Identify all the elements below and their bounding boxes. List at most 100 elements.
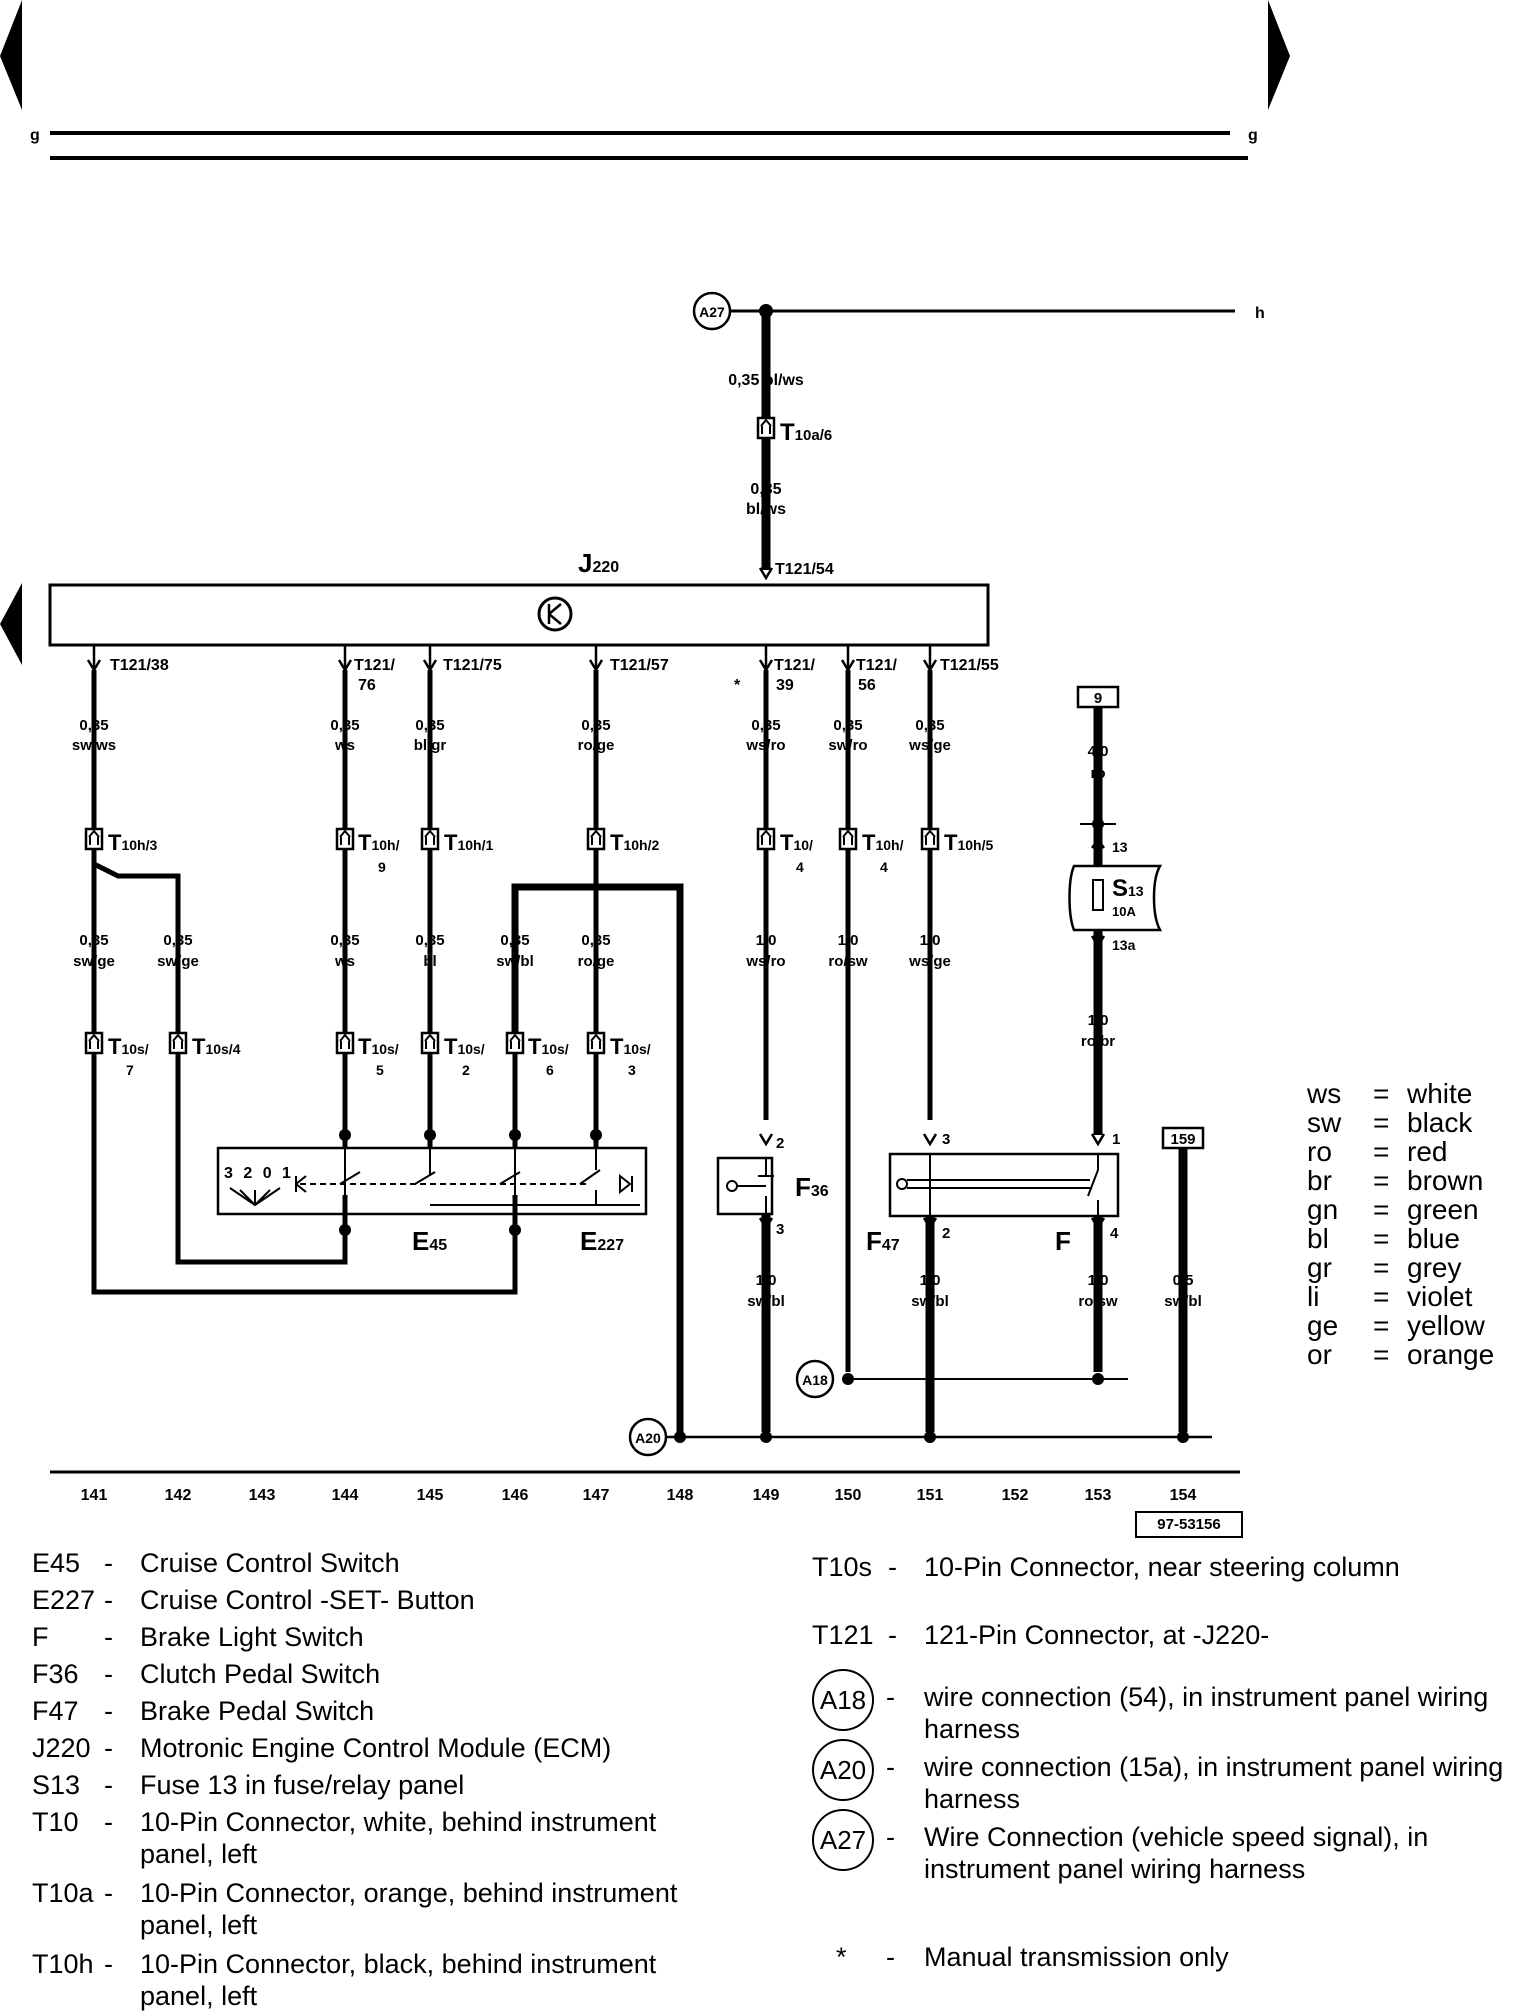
legend-code: ro xyxy=(1307,1136,1332,1167)
wire-mid-7-color: ws/ro xyxy=(745,953,785,970)
legend-item: ws=white xyxy=(1307,1078,1527,1109)
switch-block-e45-e227 xyxy=(216,1146,648,1216)
legend-name: orange xyxy=(1407,1339,1495,1370)
track-number: 143 xyxy=(249,1487,276,1504)
legend-name: brown xyxy=(1407,1165,1484,1196)
wire-mid-2-gauge: 0,35 xyxy=(163,932,192,949)
legend-item: ro=red xyxy=(1307,1136,1527,1167)
track-number: 149 xyxy=(753,1487,780,1504)
component-code: T10 xyxy=(32,1807,79,1837)
component-dash: - xyxy=(104,1807,113,1837)
switch-f-label: F xyxy=(1055,1226,1071,1256)
connector-t10h5: T10h/5 xyxy=(944,830,993,855)
legend-equals: = xyxy=(1373,1223,1390,1254)
component-dash: - xyxy=(104,1696,113,1726)
wire-upper-5-gauge: 0,35 xyxy=(751,717,780,734)
f47-pin-top: 3 xyxy=(942,1131,950,1148)
component-code: S13 xyxy=(32,1770,81,1800)
wire-mid-1-gauge: 0,35 xyxy=(79,932,108,949)
component-dash: - xyxy=(886,1682,895,1712)
track-number: 144 xyxy=(332,1487,359,1504)
fuse-rating: 10A xyxy=(1112,904,1136,919)
legend-name: grey xyxy=(1407,1252,1462,1283)
component-dash: - xyxy=(104,1622,113,1652)
component-code: F36 xyxy=(32,1659,79,1689)
component-desc: Cruise Control -SET- Button xyxy=(140,1585,475,1615)
legend-code: bl xyxy=(1307,1223,1329,1254)
legend-item: li=violet xyxy=(1307,1281,1527,1312)
component-dash: - xyxy=(104,1659,113,1689)
arrow-left-icon[interactable] xyxy=(0,0,22,110)
component-desc: 10-Pin Connector, white, behind instrume… xyxy=(140,1807,657,1869)
legend-name: yellow xyxy=(1407,1310,1485,1341)
pin-t121-54: T121/54 xyxy=(775,561,834,578)
arrow-right-icon[interactable] xyxy=(1268,0,1290,110)
legend-code: li xyxy=(1307,1281,1320,1312)
splice-a20-label: A20 xyxy=(635,1430,661,1446)
legend-equals: = xyxy=(1373,1136,1390,1167)
fuse-feed-color: ro xyxy=(1091,765,1106,782)
module-j220 xyxy=(48,583,990,647)
legend-item: ge=yellow xyxy=(1307,1310,1527,1341)
wire-upper-6-color: sw/ro xyxy=(828,737,867,754)
wire-upper-6-gauge: 0,35 xyxy=(833,717,862,734)
legend-name: blue xyxy=(1407,1223,1460,1254)
wire-lower-4-gauge: 0,5 xyxy=(1173,1272,1194,1289)
component-dash: - xyxy=(104,1770,113,1800)
legend-item: gn=green xyxy=(1307,1194,1527,1225)
splice-a18 xyxy=(795,1359,835,1399)
legend-code: br xyxy=(1307,1165,1332,1196)
ref-box-9-label: 9 xyxy=(1094,690,1102,707)
wire-mid-3-color: ws xyxy=(334,953,355,970)
wire-upper-2-color: ws xyxy=(334,737,355,754)
ecm-symbol-icon xyxy=(537,596,573,632)
f36-pin-top: 2 xyxy=(776,1135,784,1152)
module-label: J220 xyxy=(578,548,619,578)
wire-upper-1-gauge: 0,35 xyxy=(79,717,108,734)
connector-t10s6: T10s/ xyxy=(528,1034,569,1059)
legend-name: green xyxy=(1407,1194,1479,1225)
bus-label-right: g xyxy=(1248,127,1258,144)
legend-item: sw=black xyxy=(1307,1107,1527,1138)
component-desc: Brake Pedal Switch xyxy=(140,1696,375,1726)
component-code: E45 xyxy=(32,1548,81,1578)
wire-mid-4-color: bl xyxy=(423,953,436,970)
connector-t10s6-num: 6 xyxy=(546,1062,554,1078)
wire-mid-1-color: sw/ge xyxy=(73,953,115,970)
wire-mid-6-color: ro/ge xyxy=(578,953,615,970)
component-desc: Wire Connection (vehicle speed signal), … xyxy=(924,1822,1429,1884)
splice-a27 xyxy=(692,291,732,331)
legend-equals: = xyxy=(1373,1078,1390,1109)
connector-t10-4-num: 4 xyxy=(796,859,804,875)
track-number: 146 xyxy=(502,1487,529,1504)
component-desc: 10-Pin Connector, black, behind instrume… xyxy=(140,1949,657,2011)
component-desc: 10-Pin Connector, near steering column xyxy=(924,1552,1400,1582)
track-number: 141 xyxy=(81,1487,108,1504)
legend-code: ge xyxy=(1307,1310,1339,1341)
connector-t10a6: T10a/6 xyxy=(780,419,832,446)
legend-name: white xyxy=(1407,1078,1473,1109)
connector-t10h3: T10h/3 xyxy=(108,830,157,855)
legend-equals: = xyxy=(1373,1194,1390,1225)
wire-upper-2-gauge: 0,35 xyxy=(330,717,359,734)
connector-t10s5: T10s/ xyxy=(358,1034,399,1059)
component-code: T10s xyxy=(812,1552,873,1582)
wire-mid-4-gauge: 0,35 xyxy=(415,932,444,949)
connector-t10s3-num: 3 xyxy=(628,1062,636,1078)
wire-mid-9-gauge: 1,0 xyxy=(920,932,941,949)
track-number: 148 xyxy=(667,1487,694,1504)
wire-upper-4-color: ro/ge xyxy=(578,737,615,754)
component-code: E227 xyxy=(32,1585,96,1615)
splice-a27-label: A27 xyxy=(699,304,725,320)
pin-t121-56a: T121/ xyxy=(856,657,897,674)
component-code: F47 xyxy=(32,1696,79,1726)
fuse-feed-gauge: 4,0 xyxy=(1088,743,1109,760)
pin-t121-55: T121/55 xyxy=(940,657,999,674)
switch-direction-icon xyxy=(229,1187,281,1207)
connector-t10h4-num: 4 xyxy=(880,859,888,875)
component-list-right: T10s - 10-Pin Connector, near steering col… xyxy=(812,1551,1534,2000)
track-number: 142 xyxy=(165,1487,192,1504)
pin-t121-76b: 76 xyxy=(358,677,376,694)
component-code: T121 xyxy=(812,1620,874,1650)
